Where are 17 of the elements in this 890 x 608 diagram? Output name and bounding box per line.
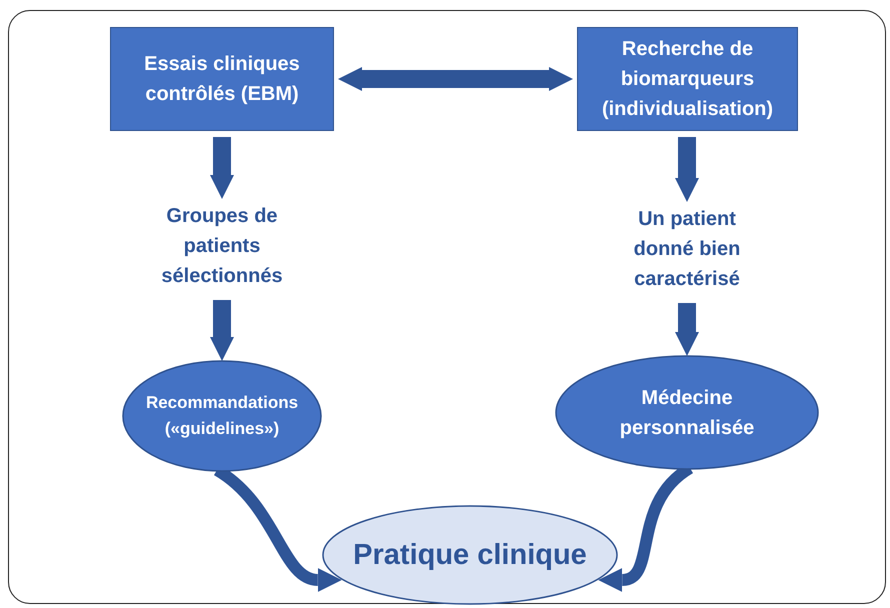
process-box (110, 27, 334, 131)
ellipse-node (122, 360, 322, 472)
block-arrow (675, 137, 699, 202)
step-text: Un patient donné bien caractérisé (632, 207, 742, 292)
node-label: Pratique clinique (353, 538, 587, 573)
node-label: Essais cliniques contrôlés (EBM) (143, 52, 301, 107)
process-box (577, 27, 798, 131)
node-label: Médecine personnalisée (618, 386, 756, 440)
node-label: Recherche de biomarqueurs (individualisation) (600, 37, 774, 122)
step-text: Groupes de patients sélectionnés (160, 204, 284, 289)
node-label: Recommandations («guidelines») (144, 392, 300, 440)
block-arrow (338, 67, 573, 91)
ellipse-node (322, 505, 618, 605)
block-arrow (210, 300, 234, 361)
ellipse-node (555, 355, 819, 470)
block-arrow (210, 137, 234, 199)
block-arrow (675, 303, 699, 356)
